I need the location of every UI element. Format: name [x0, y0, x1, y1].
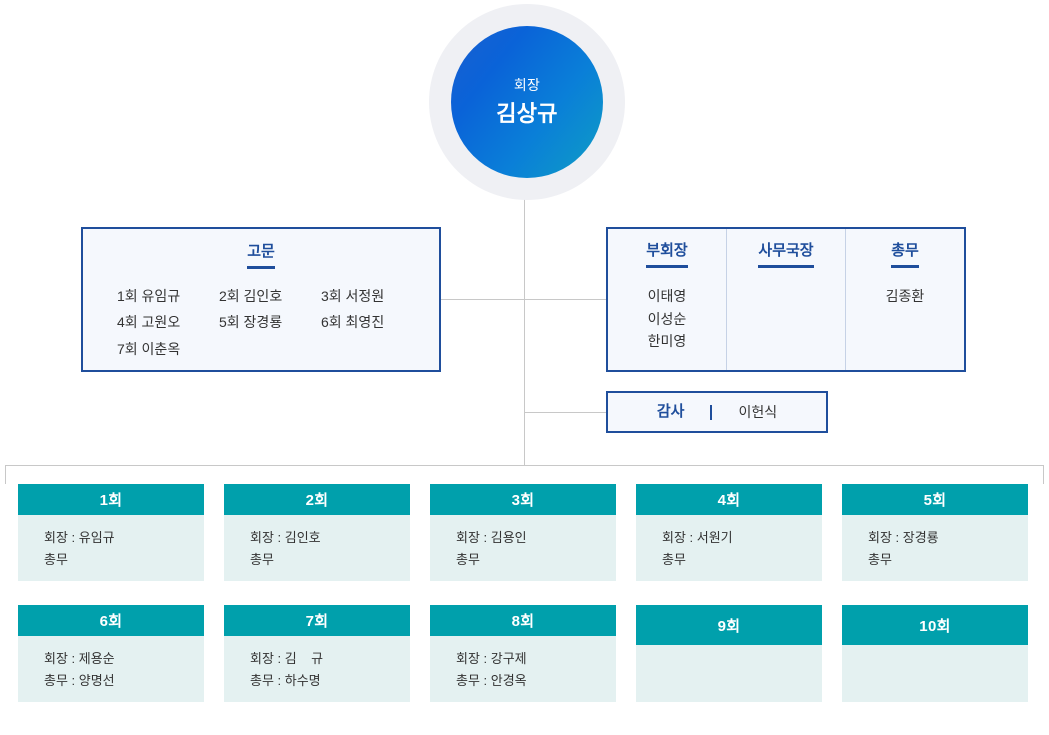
auditor-box: 감사 이헌식 [606, 391, 828, 433]
term-cards: 1회 회장 : 유임규 총무 2회 회장 : 김인호 총무 3회 회장 : 김용… [18, 484, 1031, 702]
term-card-header: 6회 [18, 605, 204, 636]
term-card-header: 8회 [430, 605, 616, 636]
officer-column-general-affairs: 총무 김종환 [846, 229, 964, 370]
term-card-header: 7회 [224, 605, 410, 636]
president-role: 회장 [513, 76, 541, 93]
auditor-name: 이헌식 [738, 404, 778, 420]
term-card-line: 총무 [44, 551, 68, 567]
term-card-body: 회장 : 제용순 총무 : 양명선 [18, 635, 204, 702]
term-card-body: 회장 : 장경룡 총무 [842, 514, 1028, 581]
vice-president-title: 부회장 [614, 242, 720, 268]
term-card[interactable]: 10회 [842, 605, 1028, 702]
officer-name: 한미영 [647, 333, 687, 350]
term-card-body: 회장 : 강구제 총무 : 안경옥 [430, 635, 616, 702]
term-card-line: 회장 : 김 규 [250, 650, 324, 666]
term-card-line: 총무 [456, 551, 480, 567]
term-card-line: 총무 [662, 551, 686, 567]
term-card-body: 회장 : 김 규 총무 : 하수명 [224, 635, 410, 702]
officer-name: 이태영 [647, 288, 687, 304]
vice-president-title-text: 부회장 [646, 242, 688, 268]
advisor-item: 3회 서정원 [321, 288, 385, 304]
advisors-list: 1회 유임규 2회 김인호 3회 서정원 4회 고원오 5회 장경룡 6회 최영… [99, 286, 423, 359]
term-card-header: 5회 [842, 484, 1028, 515]
term-card-line: 회장 : 유임규 [44, 529, 115, 545]
president-name: 김상규 [496, 100, 558, 126]
general-affairs-names: 김종환 [852, 285, 958, 308]
connector-to-auditor [524, 412, 606, 413]
term-card-line: 회장 : 강구제 [456, 650, 527, 666]
term-card[interactable]: 9회 [636, 605, 822, 702]
advisor-item: 4회 고원오 [117, 314, 181, 331]
term-card-header: 10회 [842, 605, 1028, 645]
term-card[interactable]: 8회 회장 : 강구제 총무 : 안경옥 [430, 605, 616, 702]
term-card-line: 총무 : 안경옥 [456, 672, 527, 688]
advisor-item: 1회 유임규 [117, 288, 181, 304]
advisor-item: 5회 장경룡 [219, 314, 283, 331]
auditor-title: 감사 [656, 403, 685, 420]
term-card-body: 회장 : 김인호 총무 [224, 514, 410, 581]
term-card-line: 총무 : 양명선 [44, 672, 115, 688]
term-card[interactable]: 6회 회장 : 제용순 총무 : 양명선 [18, 605, 204, 702]
officer-column-vice-president: 부회장 이태영 이성순 한미영 [608, 229, 727, 370]
term-card-line: 총무 [250, 551, 274, 567]
term-card-line: 총무 : 하수명 [250, 672, 321, 688]
officers-box: 부회장 이태영 이성순 한미영 사무국장 총무 김종환 [606, 227, 966, 372]
secretary-general-title: 사무국장 [733, 242, 839, 268]
connector-terms-right-drop [1043, 465, 1044, 484]
term-card-header: 3회 [430, 484, 616, 515]
advisors-box: 고문 1회 유임규 2회 김인호 3회 서정원 4회 고원오 5회 장경룡 6회… [81, 227, 441, 372]
vice-president-names: 이태영 이성순 한미영 [614, 285, 720, 353]
term-card-line: 회장 : 김용인 [456, 529, 527, 545]
term-card[interactable]: 4회 회장 : 서원기 총무 [636, 484, 822, 581]
term-card-header: 9회 [636, 605, 822, 645]
general-affairs-title-text: 총무 [891, 242, 919, 268]
term-card-line: 회장 : 장경룡 [868, 529, 939, 545]
term-card-line: 총무 [868, 551, 892, 567]
term-card-header: 2회 [224, 484, 410, 515]
connector-president-trunk [524, 184, 525, 465]
connector-terms-left-drop [5, 465, 6, 484]
term-card-header: 4회 [636, 484, 822, 515]
connector-terms-bar [5, 465, 1044, 466]
president-circle: 회장 김상규 [451, 26, 603, 178]
term-card-line: 회장 : 김인호 [250, 529, 321, 545]
term-card-line: 회장 : 서원기 [662, 529, 733, 545]
advisors-title: 고문 [99, 243, 423, 269]
auditor-separator [710, 404, 713, 420]
term-card-header: 1회 [18, 484, 204, 515]
advisors-title-text: 고문 [247, 243, 275, 269]
advisor-item: 7회 이춘옥 [117, 340, 181, 357]
term-card-body [636, 645, 822, 702]
officer-name: 이성순 [647, 310, 687, 327]
term-card[interactable]: 5회 회장 : 장경룡 총무 [842, 484, 1028, 581]
officer-column-secretary-general: 사무국장 [727, 229, 846, 370]
term-card[interactable]: 7회 회장 : 김 규 총무 : 하수명 [224, 605, 410, 702]
term-card[interactable]: 3회 회장 : 김용인 총무 [430, 484, 616, 581]
advisor-item: 6회 최영진 [321, 314, 385, 331]
secretary-general-title-text: 사무국장 [758, 242, 814, 268]
advisor-item: 2회 김인호 [219, 288, 283, 304]
officer-name: 김종환 [885, 288, 925, 304]
term-card-body: 회장 : 김용인 총무 [430, 514, 616, 581]
term-card[interactable]: 1회 회장 : 유임규 총무 [18, 484, 204, 581]
connector-advisors-to-officers [441, 299, 606, 300]
president-node[interactable]: 회장 김상규 [429, 4, 625, 200]
term-card-body: 회장 : 서원기 총무 [636, 514, 822, 581]
term-card-body: 회장 : 유임규 총무 [18, 514, 204, 581]
term-card-line: 회장 : 제용순 [44, 650, 115, 666]
term-card[interactable]: 2회 회장 : 김인호 총무 [224, 484, 410, 581]
general-affairs-title: 총무 [852, 242, 958, 268]
term-card-body [842, 645, 1028, 702]
